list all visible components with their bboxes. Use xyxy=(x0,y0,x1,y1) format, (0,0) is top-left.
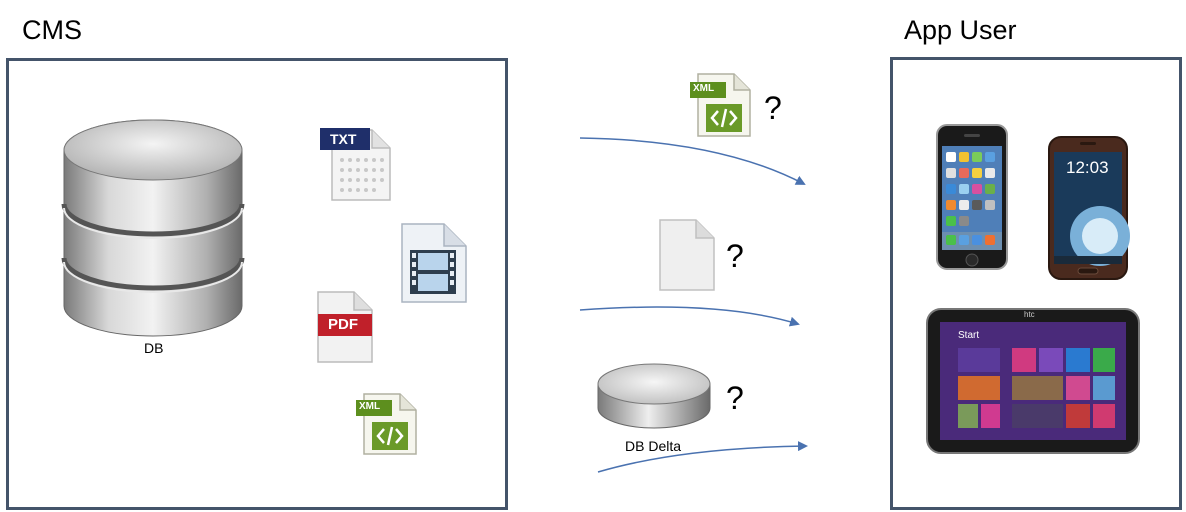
question-mark-xml: ? xyxy=(764,90,782,126)
tablet-start-label: Start xyxy=(958,330,980,341)
iphone-icon xyxy=(936,124,1008,270)
db-delta-icon xyxy=(596,362,712,432)
txt-file-icon: TXT xyxy=(320,126,396,202)
arrow-top xyxy=(579,137,806,185)
windows-tablet-icon: htc Start xyxy=(926,308,1140,454)
xml-transfer-icon: XML xyxy=(690,72,752,138)
question-mark-delta: ? xyxy=(726,380,744,416)
cms-title: CMS xyxy=(22,15,82,45)
phone-clock: 12:03 xyxy=(1066,158,1109,177)
app-user-title: App User xyxy=(904,15,1017,45)
arrow-middle xyxy=(579,306,800,327)
xml-transfer-badge: XML xyxy=(693,83,715,94)
txt-badge: TXT xyxy=(330,131,357,147)
blank-file-icon xyxy=(658,218,716,292)
tablet-brand: htc xyxy=(1024,310,1035,319)
pdf-file-icon: PDF xyxy=(316,290,374,364)
db-delta-label: DB Delta xyxy=(625,438,682,454)
arrow-bottom xyxy=(597,441,808,473)
android-phone-icon: 12:03 xyxy=(1048,136,1130,280)
video-file-icon xyxy=(400,222,468,304)
pdf-badge: PDF xyxy=(328,316,358,333)
question-mark-file: ? xyxy=(726,238,744,274)
db-label: DB xyxy=(144,340,164,356)
database-icon xyxy=(61,118,245,338)
xml-badge: XML xyxy=(359,401,381,412)
xml-file-icon: XML xyxy=(356,392,418,456)
